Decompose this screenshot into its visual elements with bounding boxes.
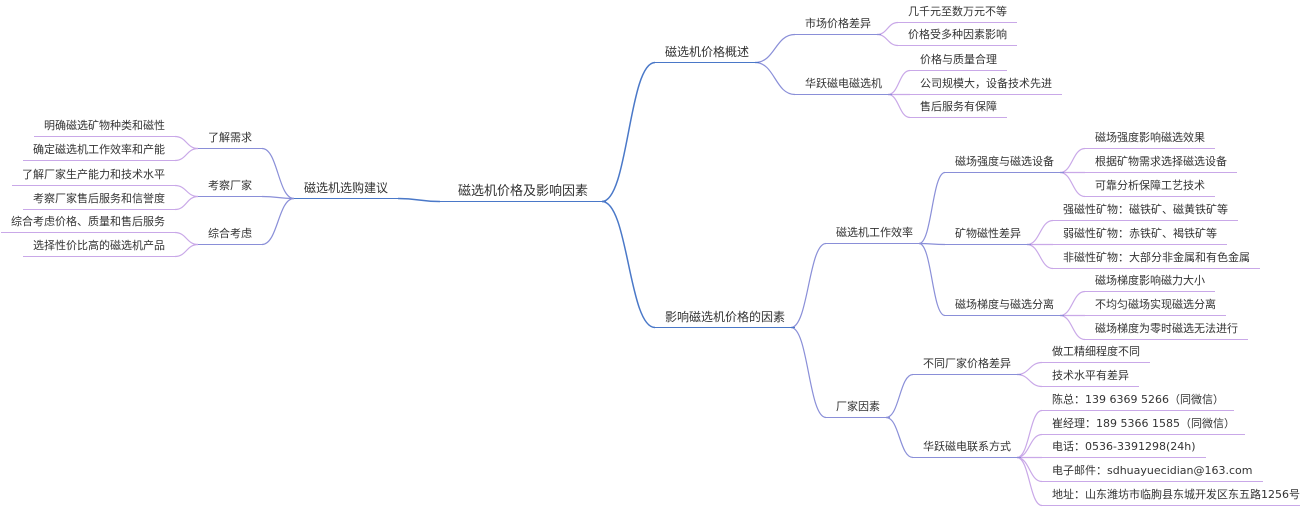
connector-line (876, 33, 899, 47)
contact-manager-cui[interactable]: 崔经理：189 5366 1585（同微信） (1042, 417, 1245, 435)
leaf-topic[interactable]: 弱磁性矿物：赤铁矿、褐铁矿等 (1053, 227, 1227, 245)
connector-line (1016, 373, 1043, 388)
connector-line (1026, 243, 1054, 270)
connector-line (601, 61, 656, 203)
leaf-topic[interactable]: 强磁性矿物：磁铁矿、磁黄铁矿等 (1053, 203, 1238, 221)
subtopic[interactable]: 不同厂家价格差异 (913, 357, 1021, 375)
subtopic[interactable]: 市场价格差异 (795, 17, 881, 35)
connector-line (754, 33, 796, 64)
subtopic[interactable]: 磁选机工作效率 (826, 226, 923, 244)
leaf-topic[interactable]: 几千元至数万元不等 (898, 5, 1017, 23)
subtopic[interactable]: 磁场强度与磁选设备 (945, 155, 1064, 173)
connector-line (1059, 314, 1086, 341)
leaf-topic[interactable]: 非磁性矿物：大部分非金属和有色金属 (1053, 251, 1260, 269)
connector-line (887, 93, 911, 119)
subtopic[interactable]: 厂家因素 (826, 400, 890, 418)
connector-line (1016, 456, 1043, 483)
subtopic[interactable]: 华跃磁电磁选机 (795, 77, 892, 95)
connector-line (174, 243, 199, 258)
connector-line (1059, 147, 1086, 174)
leaf-topic[interactable]: 价格与质量合理 (910, 53, 1007, 71)
leaf-topic[interactable]: 技术水平有差异 (1042, 369, 1139, 387)
leaf-topic[interactable]: 磁场强度影响磁选效果 (1085, 131, 1215, 149)
connector-line (261, 147, 295, 200)
connector-line (397, 197, 441, 203)
leaf-topic[interactable]: 综合考虑价格、质量和售后服务 (1, 215, 175, 233)
connector-line (918, 242, 946, 317)
leaf-topic[interactable]: 磁场梯度为零时磁选无法进行 (1085, 322, 1248, 340)
connector-line (261, 195, 294, 200)
leaf-topic[interactable]: 考察厂家售后服务和信誉度 (23, 192, 175, 210)
leaf-topic[interactable]: 选择性价比高的磁选机产品 (23, 239, 175, 257)
connector-line (790, 242, 827, 329)
topic-purchase-advice[interactable]: 磁选机选购建议 (293, 181, 398, 199)
connector-line (174, 135, 199, 150)
subtopic[interactable]: 磁场梯度与磁选分离 (945, 298, 1064, 316)
subtopic[interactable]: 综合考虑 (198, 227, 262, 245)
subtopic[interactable]: 了解需求 (198, 131, 262, 149)
connector-line (174, 184, 199, 198)
contact-address[interactable]: 地址：山东潍坊市临朐县东城开发区东五路1256号 (1042, 488, 1300, 506)
connector-line (1026, 219, 1054, 246)
connector-line (887, 69, 911, 96)
connector-line (1059, 290, 1086, 317)
connector-line (918, 171, 946, 245)
connector-line (174, 147, 199, 162)
leaf-topic[interactable]: 磁场梯度影响磁力大小 (1085, 274, 1215, 292)
root-topic[interactable]: 磁选机价格及影响因素 (440, 184, 607, 202)
contact-email[interactable]: 电子邮件：sdhuayuecidian@163.com (1042, 464, 1263, 482)
connector-line (1016, 433, 1043, 459)
connector-line (601, 200, 656, 329)
topic-price-overview[interactable]: 磁选机价格概述 (655, 45, 760, 63)
leaf-topic[interactable]: 做工精细程度不同 (1042, 345, 1150, 363)
leaf-topic[interactable]: 明确磁选矿物种类和磁性 (34, 119, 175, 137)
leaf-topic[interactable]: 确定磁选机工作效率和产能 (23, 143, 175, 161)
leaf-topic[interactable]: 价格受多种因素影响 (898, 28, 1017, 46)
connector-line (261, 197, 295, 246)
connector-line (1016, 409, 1043, 459)
connector-line (174, 195, 199, 211)
topic-price-factors[interactable]: 影响磁选机价格的因素 (655, 310, 796, 328)
contact-manager-chen[interactable]: 陈总：139 6369 5266（同微信） (1042, 393, 1234, 411)
leaf-topic[interactable]: 了解厂家生产能力和技术水平 (12, 168, 175, 186)
connector-line (1016, 456, 1043, 507)
subtopic-contact[interactable]: 华跃磁电联系方式 (913, 440, 1021, 458)
connector-line (790, 326, 827, 419)
leaf-topic[interactable]: 根据矿物需求选择磁选设备 (1085, 155, 1237, 173)
contact-phone[interactable]: 电话：0536-3391298(24h) (1042, 440, 1206, 458)
connector-line (1059, 171, 1086, 198)
leaf-topic[interactable]: 售后服务有保障 (910, 100, 1007, 118)
connector-line (174, 231, 199, 246)
leaf-topic[interactable]: 不均匀磁场实现磁选分离 (1085, 298, 1226, 316)
leaf-topic[interactable]: 公司规模大，设备技术先进 (910, 77, 1062, 95)
connector-line (885, 416, 914, 459)
connector-line (885, 373, 914, 419)
connector-line (754, 61, 796, 96)
leaf-topic[interactable]: 可靠分析保障工艺技术 (1085, 179, 1215, 197)
subtopic[interactable]: 矿物磁性差异 (945, 227, 1031, 245)
subtopic[interactable]: 考察厂家 (198, 179, 262, 197)
